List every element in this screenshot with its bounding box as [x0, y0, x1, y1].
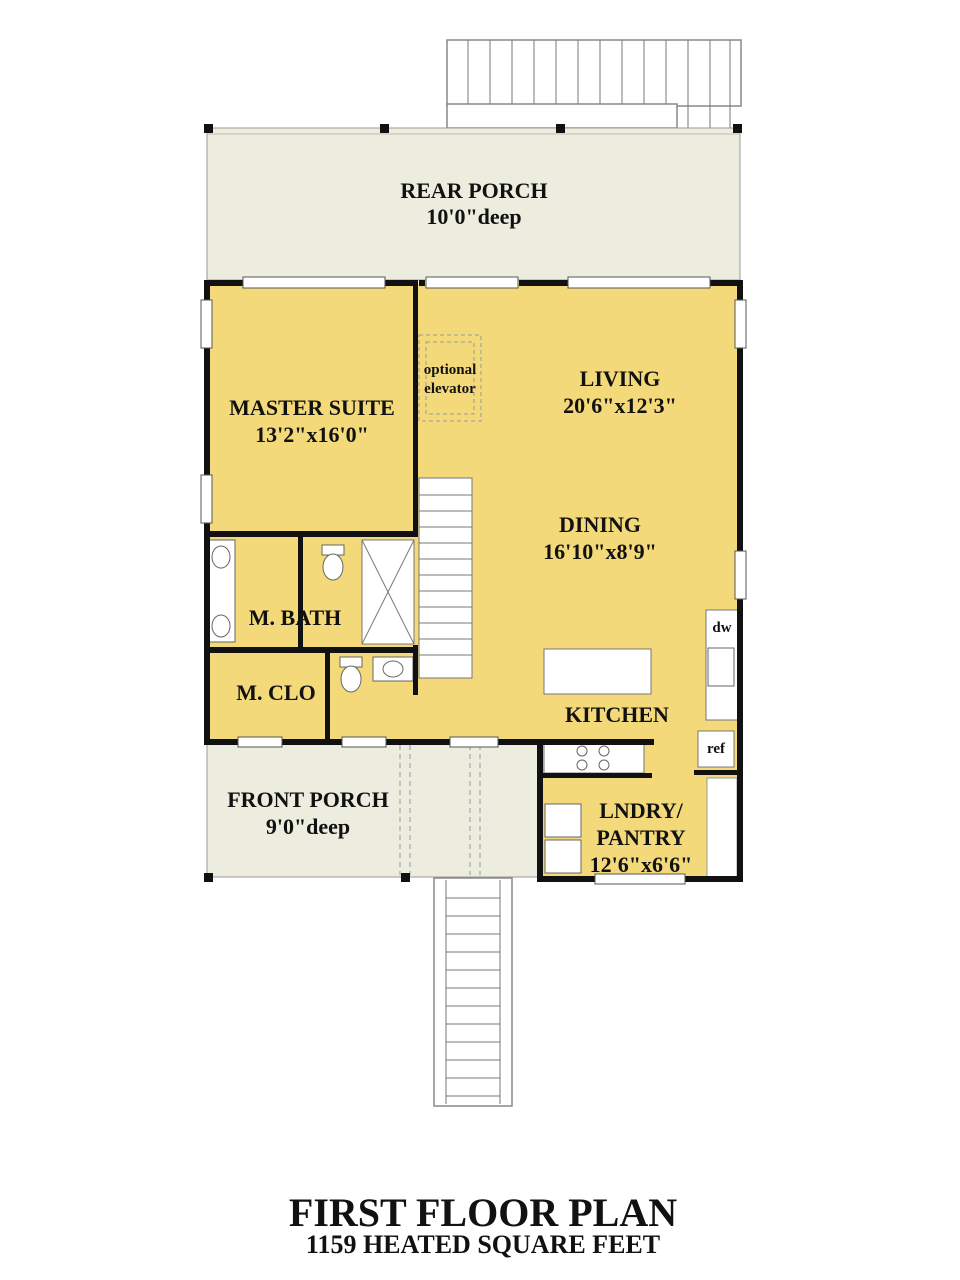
kitchen-name: KITCHEN: [565, 702, 669, 727]
master-bath-name: M. BATH: [249, 605, 341, 630]
master-suite-size: 13'2"x16'0": [255, 422, 369, 447]
rear-porch-name: REAR PORCH: [400, 178, 547, 203]
front-porch: [204, 742, 542, 882]
elevator-label-line2: elevator: [424, 381, 476, 397]
dishwasher-label: dw: [712, 620, 731, 636]
front-porch-name: FRONT PORCH: [227, 787, 389, 812]
interior-stair: [418, 477, 473, 679]
front-porch-size: 9'0"deep: [266, 814, 350, 839]
elevator-label-line1: optional: [424, 362, 477, 378]
plan-title: FIRST FLOOR PLAN: [289, 1190, 677, 1235]
master-closet-name: M. CLO: [236, 680, 315, 705]
laundry-size: 12'6"x6'6": [590, 852, 693, 877]
living-name: LIVING: [580, 366, 661, 391]
living-size: 20'6"x12'3": [563, 393, 677, 418]
dining-size: 16'10"x8'9": [543, 539, 657, 564]
rear-porch: [204, 124, 742, 281]
dining-name: DINING: [559, 512, 641, 537]
bath-fixtures: [208, 539, 414, 693]
rear-stairs: [446, 39, 742, 129]
windows: [200, 276, 747, 885]
master-suite-name: MASTER SUITE: [229, 395, 395, 420]
front-stairs: [433, 877, 513, 1107]
rear-porch-size: 10'0"deep: [426, 204, 521, 229]
shower: [361, 539, 415, 645]
laundry-fixtures: [544, 803, 582, 874]
elevator-outline: [418, 334, 482, 422]
laundry-name-line1: LNDRY/: [599, 798, 683, 823]
refrigerator-label: ref: [707, 741, 726, 757]
laundry-name-line2: PANTRY: [596, 825, 685, 850]
plan-subtitle: 1159 HEATED SQUARE FEET: [306, 1230, 660, 1259]
